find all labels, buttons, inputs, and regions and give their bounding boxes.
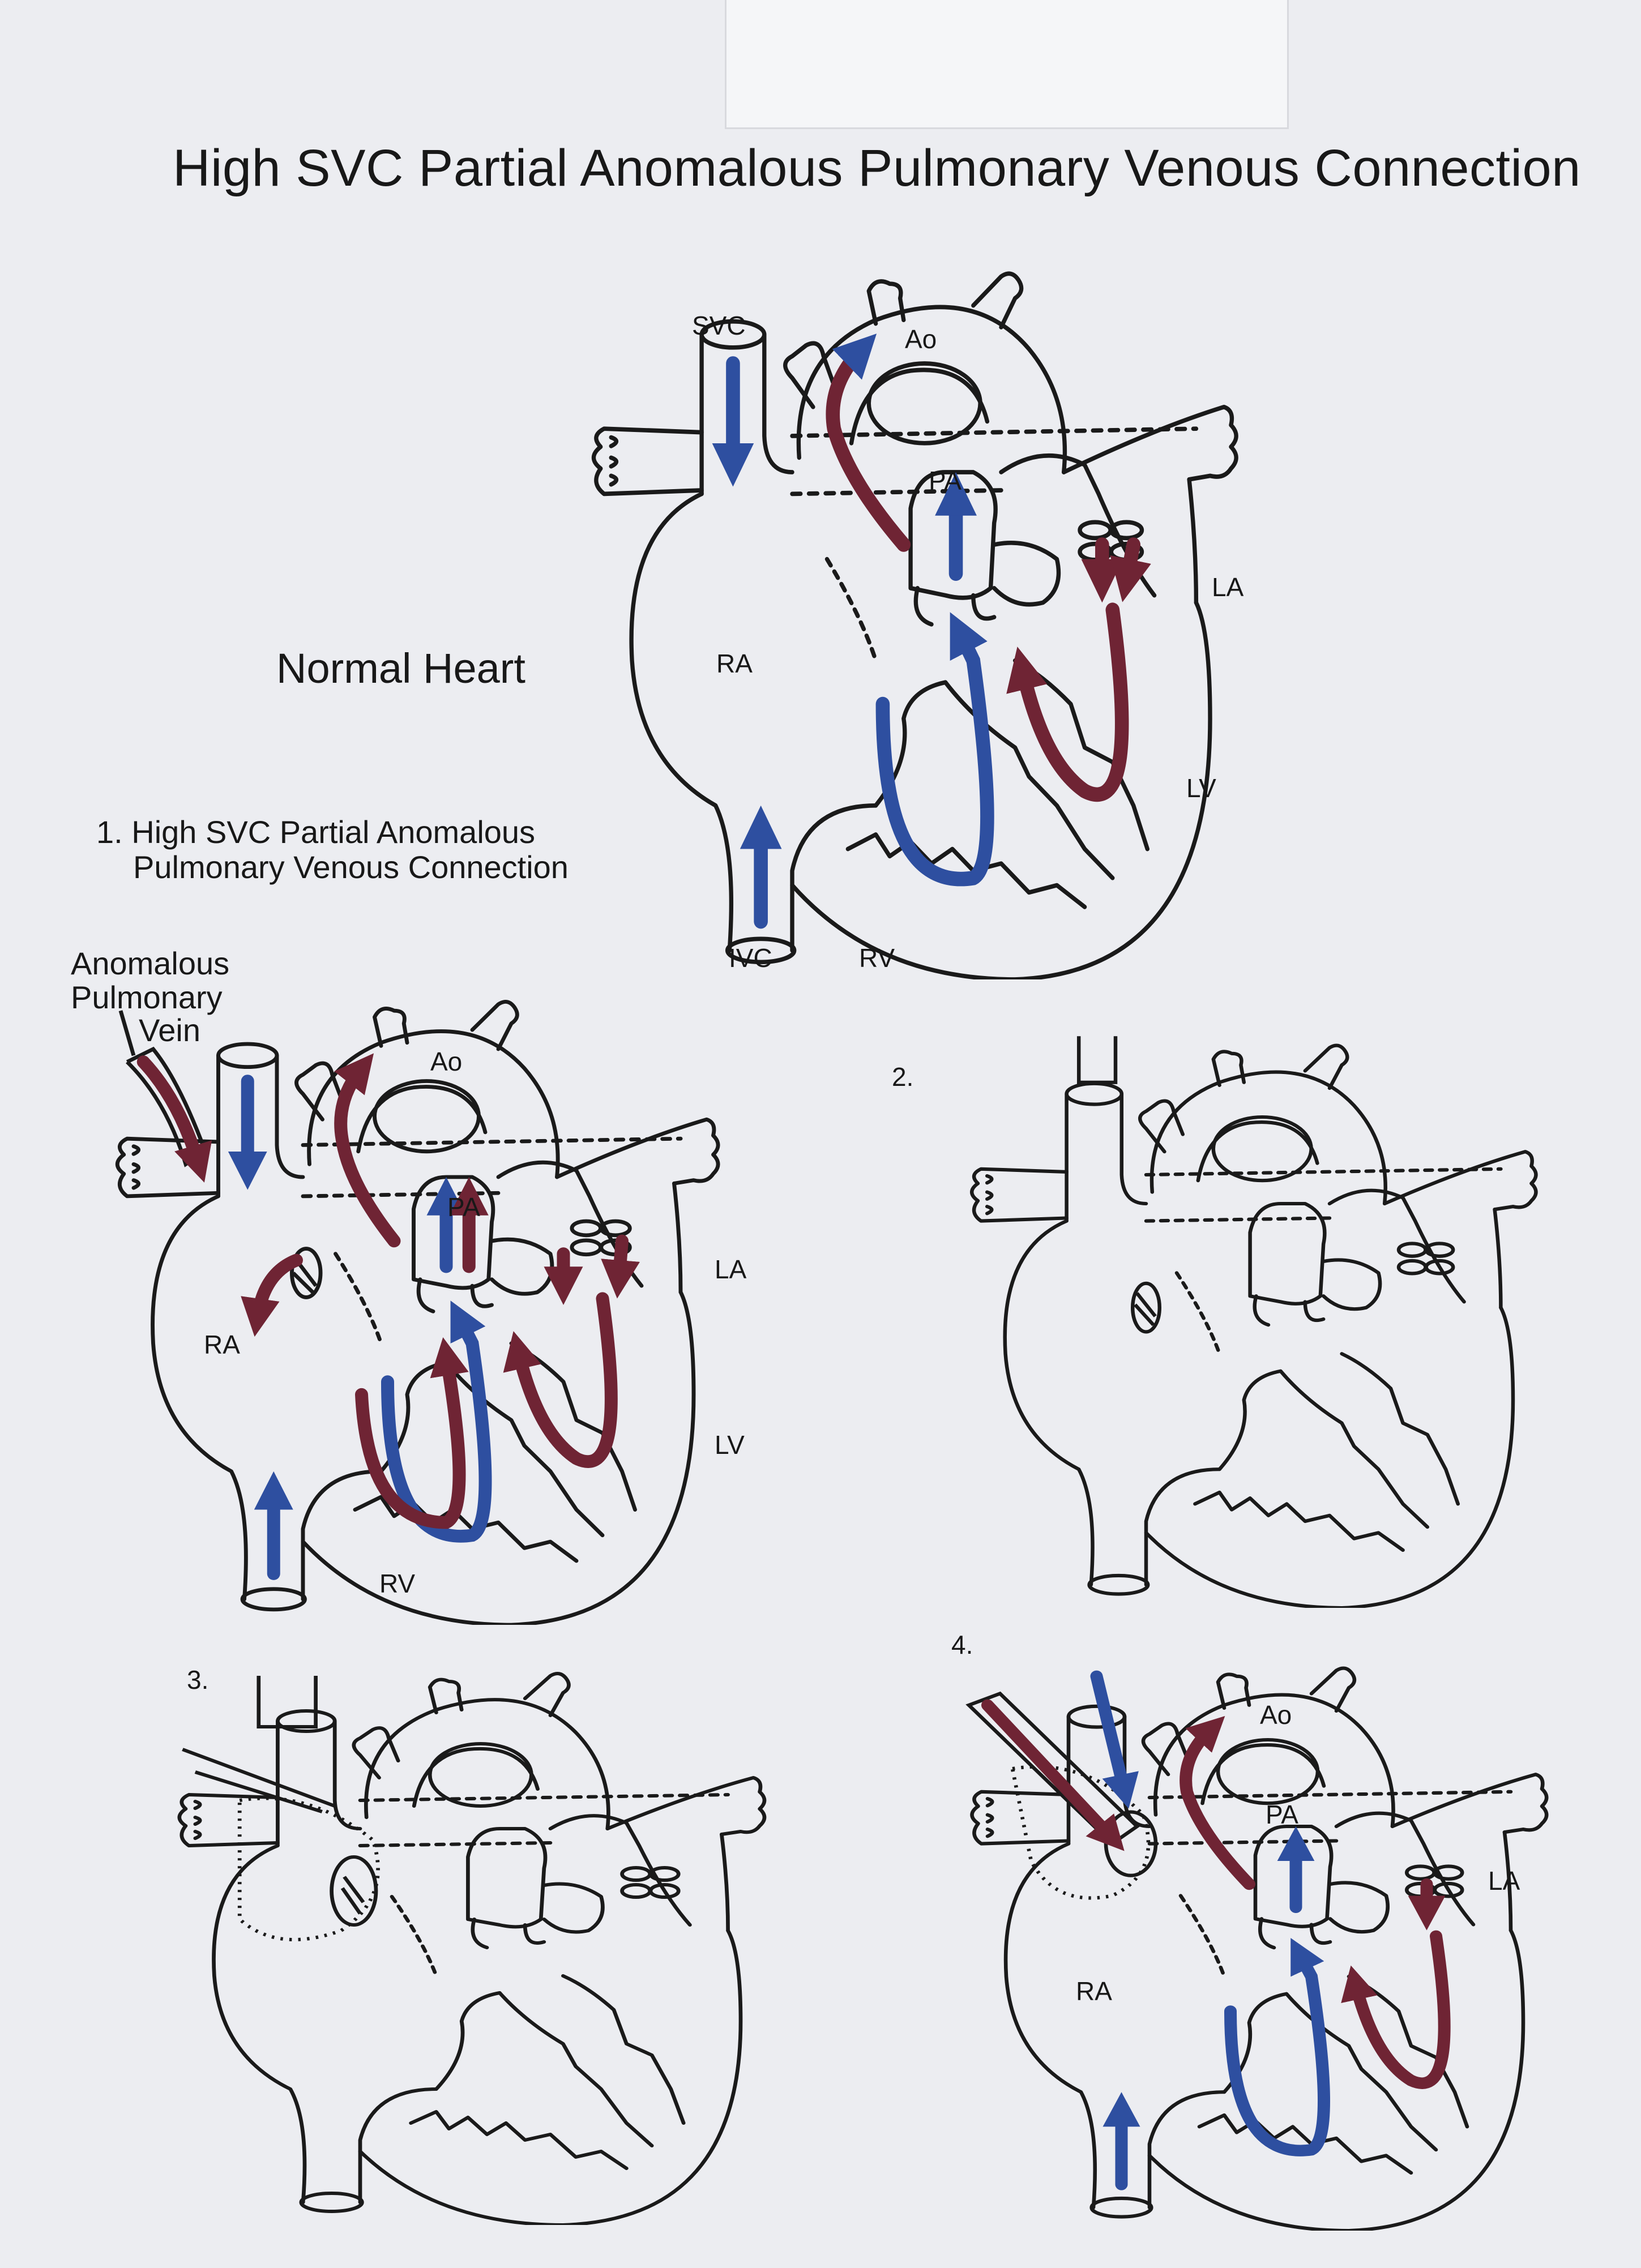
panel4-label-ra: RA — [1076, 1976, 1112, 2006]
panel1-caption-line1: 1. High SVC Partial Anomalous — [96, 814, 536, 850]
aorta-flow-arrow — [826, 333, 911, 552]
panel2-number: 2. — [892, 1062, 914, 1092]
rv-flow-arrow — [381, 1300, 492, 1543]
panel3-number: 3. — [187, 1665, 209, 1694]
baffle — [1010, 1765, 1151, 1900]
lv-flow-arrow — [503, 1292, 618, 1468]
asd-oval — [290, 1247, 323, 1299]
panel4-label-pa: PA — [1266, 1800, 1298, 1829]
normal-heart-diagram — [583, 255, 1280, 979]
lv-flow-arrow — [1006, 602, 1129, 802]
la-flow-arrow-2 — [601, 1234, 640, 1299]
panel2-heart-diagram — [963, 1036, 1574, 1608]
label-svc: SVC — [692, 311, 746, 340]
rv-flow-arrow-red — [355, 1337, 469, 1529]
paper-tab — [725, 0, 1289, 129]
panel1-label-rv: RV — [379, 1569, 416, 1598]
label-la: LA — [1212, 572, 1244, 602]
panel1-label-ra: RA — [204, 1330, 240, 1359]
asd-flow-arrow — [241, 1253, 303, 1337]
aorta-flow-arrow — [334, 1053, 401, 1248]
anomalous-vein-label-3: Vein — [139, 1012, 200, 1048]
anomalous-vein-label-1: Anomalous — [71, 945, 230, 981]
panel4-heart-diagram — [965, 1653, 1586, 2231]
label-pa: PA — [929, 466, 961, 495]
panel1-label-pa: PA — [447, 1192, 480, 1222]
svc-flow-arrow — [1090, 1670, 1139, 1809]
panel1-heart-diagram — [108, 985, 759, 1625]
normal-heart-heading: Normal Heart — [276, 645, 525, 692]
label-ao: Ao — [905, 324, 937, 354]
la-flow-arrow-2 — [1110, 537, 1151, 602]
label-ra: RA — [716, 649, 753, 678]
panel3-heart-diagram — [170, 1659, 804, 2225]
label-ivc: IVC — [729, 943, 772, 973]
patch — [237, 1796, 380, 1941]
panel4-number: 4. — [951, 1630, 973, 1659]
anomalous-vein-label-2: Pulmonary — [71, 979, 223, 1015]
panel1-label-la: LA — [715, 1255, 747, 1284]
panel1-label-ao: Ao — [430, 1047, 463, 1076]
panel1-caption-line2: Pulmonary Venous Connection — [133, 849, 569, 885]
label-rv: RV — [859, 943, 895, 973]
anomalous-vein-flow — [136, 1055, 212, 1183]
lv-flow-arrow — [1341, 1930, 1451, 2089]
page-title: High SVC Partial Anomalous Pulmonary Ven… — [173, 139, 1581, 197]
panel1-label-lv: LV — [715, 1430, 745, 1460]
panel4-label-la: LA — [1488, 1866, 1520, 1895]
rv-flow-arrow — [1224, 1938, 1330, 2156]
label-lv: LV — [1186, 773, 1216, 803]
rv-flow-arrow — [875, 612, 994, 887]
baffle-flow — [981, 1699, 1125, 1851]
aorta-flow-arrow — [1180, 1715, 1255, 1890]
panel4-label-ao: Ao — [1260, 1700, 1292, 1730]
